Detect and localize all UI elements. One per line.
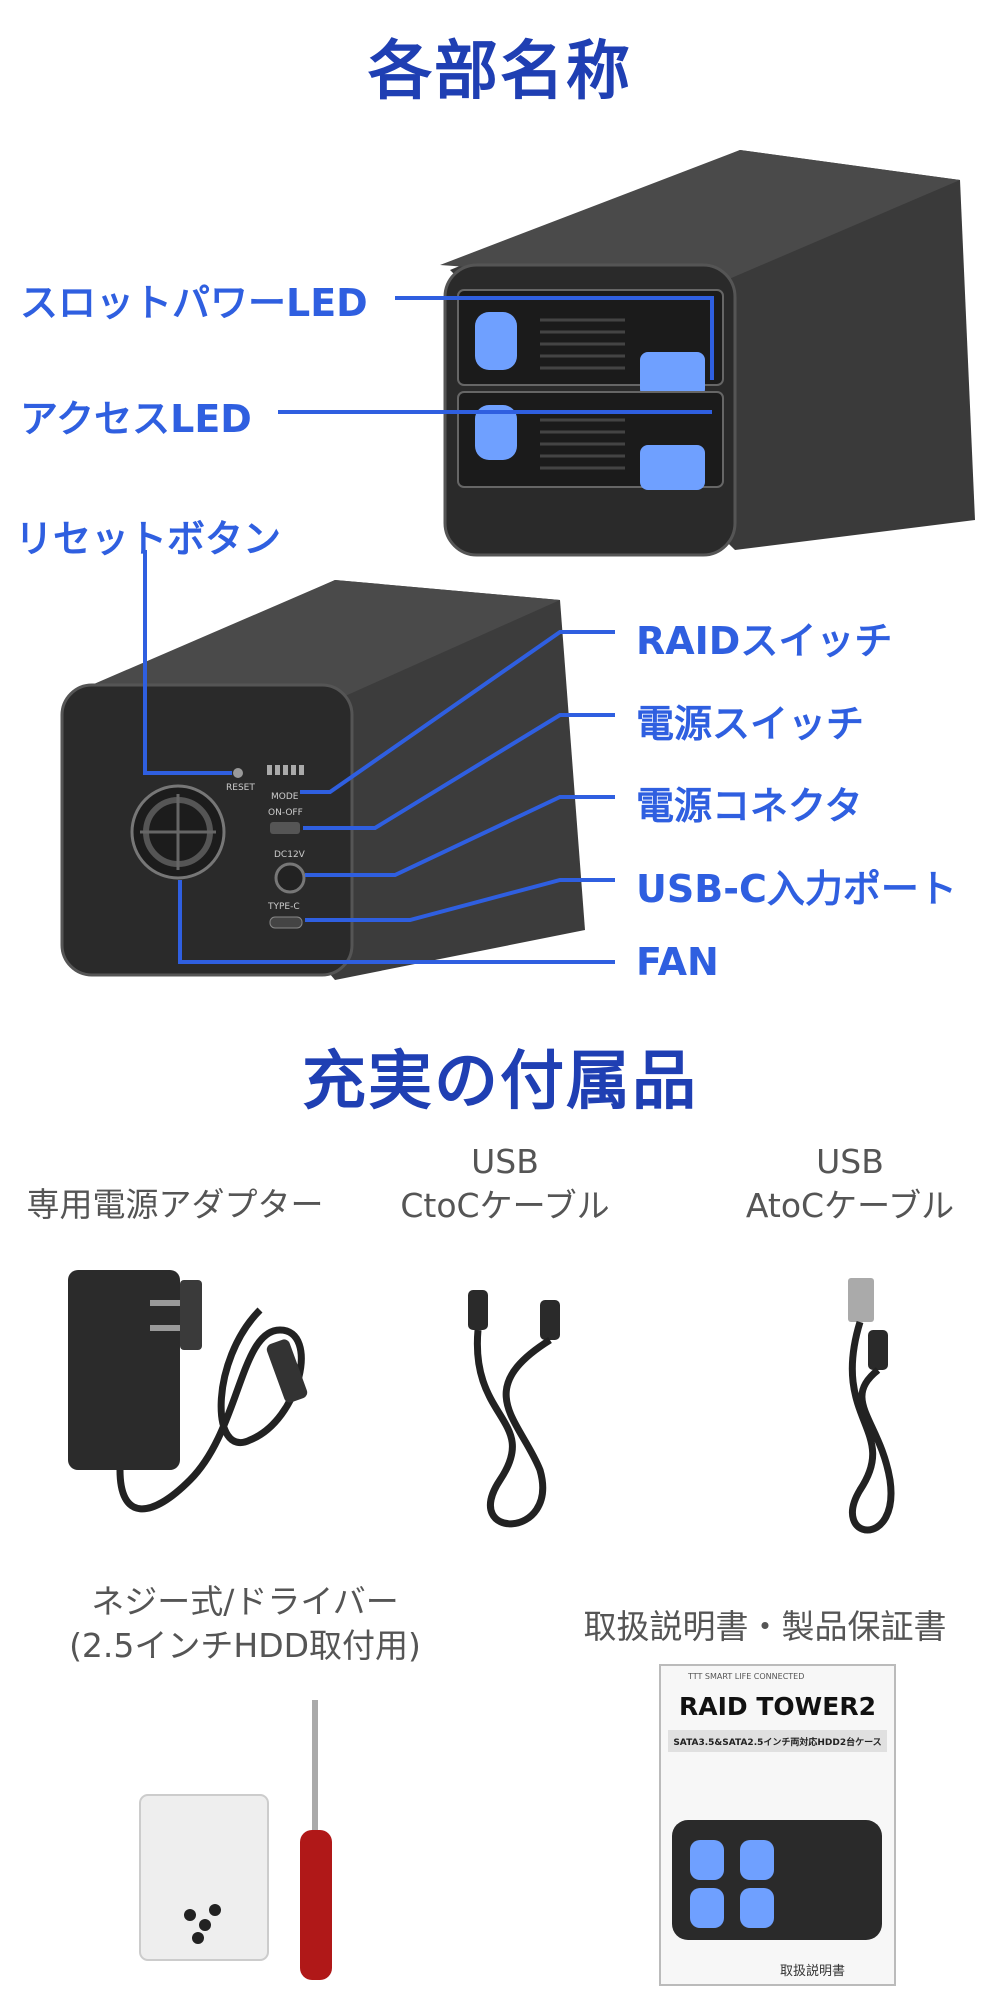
manual-label-text: 取扱説明書・製品保証書 bbox=[583, 1607, 947, 1646]
manual-title: RAID TOWER2 bbox=[679, 1692, 876, 1721]
ctoc-cable-label: USB CtoCケーブル bbox=[360, 1140, 650, 1228]
screw-bag-image bbox=[139, 1794, 269, 1961]
screws-line2: (2.5インチHDD取付用) bbox=[69, 1626, 421, 1665]
rear-print-typec: TYPE-C bbox=[268, 902, 300, 912]
screwdriver-image bbox=[300, 1700, 332, 1980]
adapter-label-text: 専用電源アダプター bbox=[26, 1185, 324, 1224]
screws-line1: ネジー式/ドライバー bbox=[91, 1582, 399, 1621]
ctoc-line2: CtoCケーブル bbox=[400, 1186, 610, 1225]
adapter-label: 専用電源アダプター bbox=[15, 1183, 335, 1227]
manual-subtitle: SATA3.5&SATA2.5インチ両対応HDD2台ケース bbox=[673, 1738, 882, 1748]
access-led-label: アクセスLED bbox=[20, 397, 252, 441]
section-title-parts: 各部名称 bbox=[368, 35, 632, 109]
rear-print-dc: DC12V bbox=[274, 850, 305, 860]
manual-footer: 取扱説明書 bbox=[780, 1964, 846, 1979]
power-connector-label: 電源コネクタ bbox=[636, 784, 863, 828]
rear-print-onoff: ON-OFF bbox=[268, 808, 303, 818]
manual-booklet-image bbox=[659, 1664, 896, 1986]
atoc-line1: USB bbox=[816, 1142, 884, 1181]
fan-label: FAN bbox=[636, 940, 719, 984]
manual-label: 取扱説明書・製品保証書 bbox=[540, 1605, 990, 1649]
ctoc-line1: USB bbox=[471, 1142, 539, 1181]
screws-driver-label: ネジー式/ドライバー (2.5インチHDD取付用) bbox=[30, 1580, 460, 1668]
usbc-port-label: USB-C入力ポート bbox=[636, 867, 957, 911]
power-adapter-image bbox=[68, 1270, 308, 1513]
manual-brand: TTT SMART LIFE CONNECTED bbox=[688, 1672, 805, 1681]
atoc-cable-label: USB AtoCケーブル bbox=[700, 1140, 1000, 1228]
rear-print-reset: RESET bbox=[226, 783, 255, 793]
atoc-cable-image bbox=[848, 1278, 895, 1534]
ctoc-cable-image bbox=[468, 1290, 560, 1528]
slot-power-led-label: スロットパワーLED bbox=[20, 281, 368, 325]
reset-button-label: リセットボタン bbox=[15, 517, 282, 561]
atoc-line2: AtoCケーブル bbox=[745, 1186, 955, 1225]
rear-print-mode: MODE bbox=[271, 792, 299, 802]
section-title-accessories: 充実の付属品 bbox=[302, 1045, 698, 1119]
raid-switch-label: RAIDスイッチ bbox=[636, 619, 893, 663]
power-switch-label: 電源スイッチ bbox=[636, 702, 865, 746]
